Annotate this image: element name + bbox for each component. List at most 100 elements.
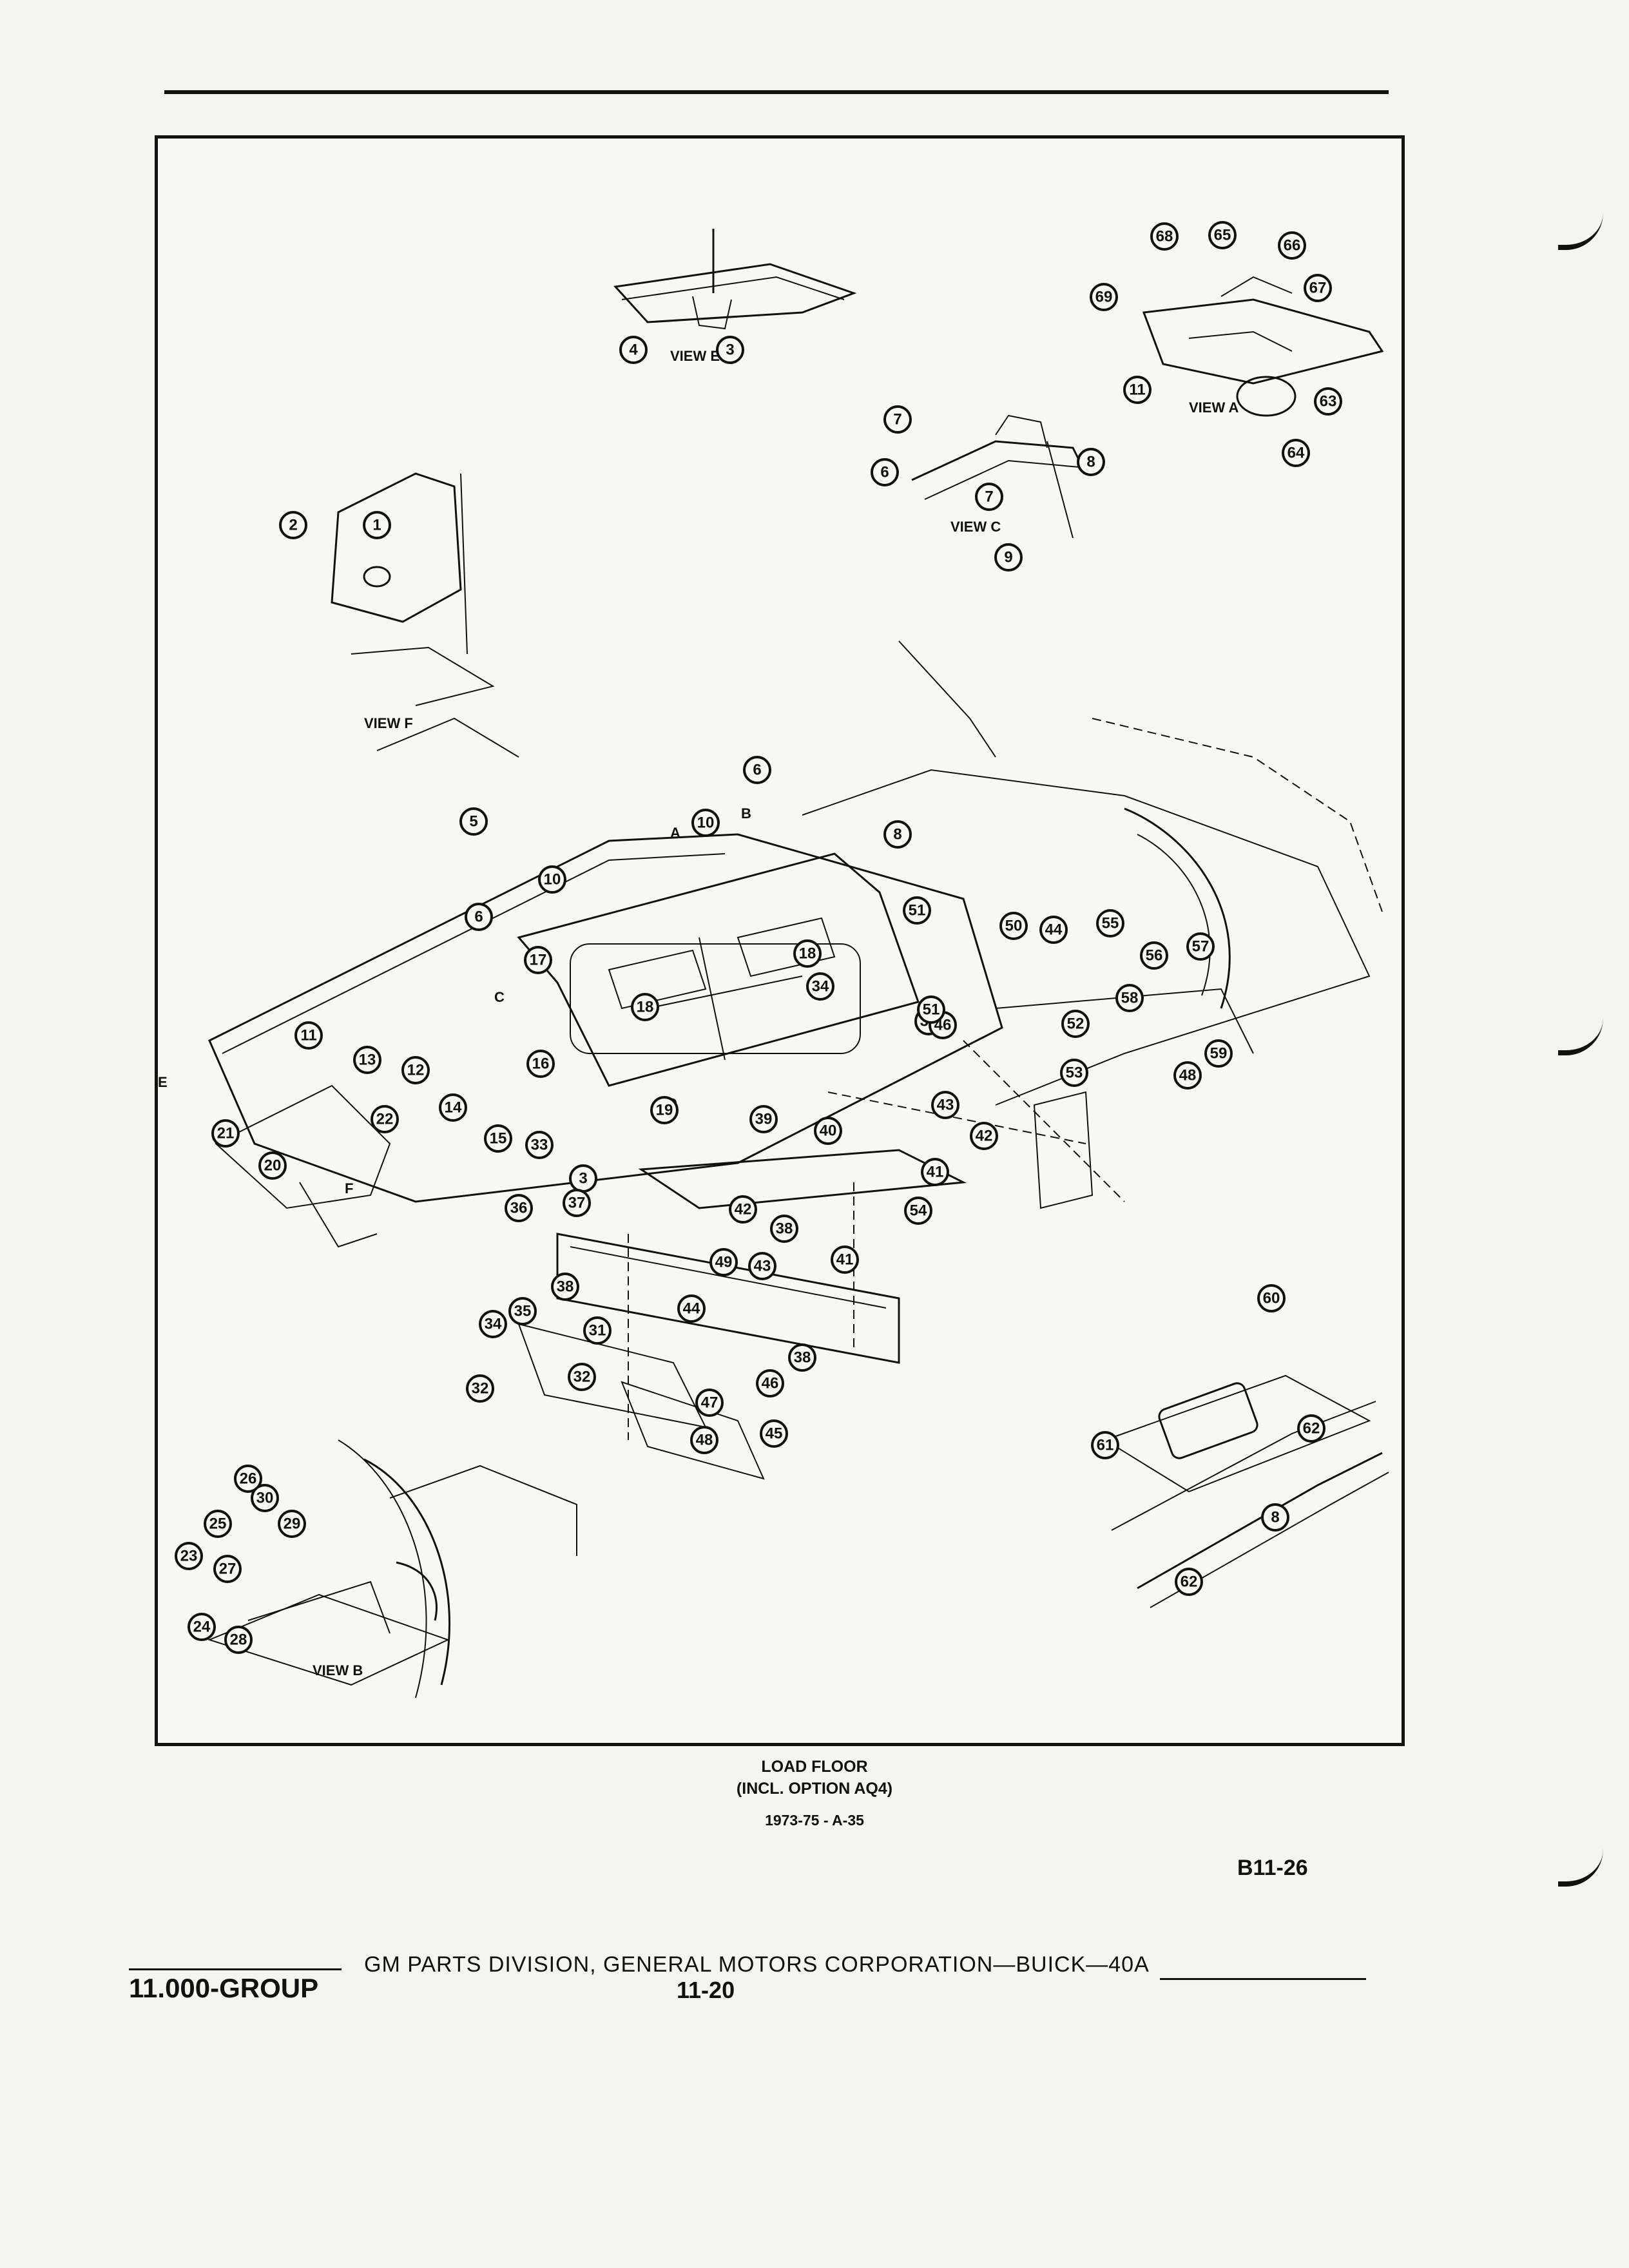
footer-group: 11.000-GROUP	[129, 1973, 319, 2003]
callout-circle	[568, 1363, 596, 1391]
callout-number: 29	[284, 1515, 301, 1533]
callout-circle	[1096, 909, 1124, 937]
callout-number: 13	[359, 1052, 376, 1069]
callout-number: 23	[180, 1548, 198, 1565]
footer-corporation: GM PARTS DIVISION, GENERAL MOTORS CORPOR…	[364, 1952, 1150, 1977]
callout-number: 62	[1303, 1420, 1320, 1437]
callout-number: 26	[240, 1470, 257, 1488]
callout-number: 63	[1320, 393, 1337, 410]
callout-circle	[1204, 1039, 1233, 1068]
callout-number: 11	[1129, 381, 1145, 399]
part-callout-52: 52	[1061, 1010, 1090, 1038]
callout-number: 38	[776, 1220, 793, 1238]
part-callout-8: 8	[1261, 1503, 1289, 1532]
callout-number: 38	[794, 1349, 811, 1367]
callout-number: 17	[530, 952, 547, 969]
callout-number: 32	[574, 1369, 591, 1386]
part-callout-27: 27	[213, 1555, 242, 1583]
callout-number: 42	[976, 1128, 993, 1145]
callout-number: 51	[909, 902, 926, 919]
callout-number: 55	[1102, 915, 1119, 932]
part-callout-38: 38	[788, 1343, 816, 1372]
part-callout-41: 41	[921, 1158, 949, 1186]
load-floor-exploded-diagram: VIEW E VIEW A VIEW C VIEW F VIEW B A B C…	[158, 221, 1389, 1698]
callout-circle	[760, 1419, 788, 1448]
callout-number: 42	[735, 1201, 752, 1218]
part-callout-50: 50	[999, 912, 1028, 940]
margin-binder-mark	[1558, 1849, 1603, 1887]
callout-circle	[401, 1056, 430, 1084]
part-callout-43: 43	[748, 1252, 776, 1280]
footer-rule-right	[1160, 1978, 1366, 1980]
part-callout-32: 32	[466, 1374, 494, 1403]
callout-circle	[211, 1119, 240, 1148]
callout-circle	[1297, 1414, 1325, 1443]
callout-circle	[465, 903, 493, 931]
callout-circle	[505, 1194, 533, 1222]
part-callout-44: 44	[677, 1294, 706, 1323]
callout-circle	[921, 1158, 949, 1186]
part-callout-29: 29	[278, 1510, 306, 1538]
part-callout-16: 16	[526, 1050, 555, 1078]
callout-number: 6	[880, 464, 889, 481]
view-label-f: VIEW F	[364, 715, 413, 731]
part-callout-3: 3	[716, 336, 744, 364]
callout-circle	[294, 1021, 323, 1050]
callout-number: 57	[1192, 938, 1210, 956]
callout-number: 20	[264, 1157, 282, 1175]
callout-number: 48	[1179, 1067, 1197, 1084]
part-callout-10: 10	[691, 809, 720, 837]
callout-circle	[716, 336, 744, 364]
callout-circle	[903, 896, 931, 925]
callout-number: 34	[485, 1316, 502, 1333]
part-callout-59: 59	[1204, 1039, 1233, 1068]
callout-circle	[814, 1117, 842, 1145]
part-callout-8: 8	[1077, 448, 1105, 476]
callout-number: 66	[1284, 237, 1301, 255]
callout-circle	[1261, 1503, 1289, 1532]
part-callout-2: 2	[279, 511, 307, 539]
view-label-e: VIEW E	[670, 348, 720, 364]
callout-circle	[691, 809, 720, 837]
callout-number: 12	[407, 1062, 425, 1079]
view-label-a: VIEW A	[1189, 399, 1239, 416]
part-callout-62: 62	[1297, 1414, 1325, 1443]
part-callout-14: 14	[439, 1093, 467, 1122]
part-callout-10: 10	[538, 865, 566, 894]
footer-rule-left	[129, 1968, 342, 1970]
callout-circle	[371, 1105, 399, 1133]
part-callout-53: 53	[1060, 1059, 1088, 1087]
callout-circle	[917, 995, 945, 1024]
part-callout-8: 8	[883, 820, 912, 849]
part-callout-18: 18	[793, 939, 822, 968]
part-callout-55: 55	[1096, 909, 1124, 937]
part-callout-62: 62	[1175, 1568, 1203, 1596]
part-callout-34: 34	[806, 972, 834, 1001]
callout-number: 67	[1309, 280, 1327, 297]
callout-circle	[583, 1316, 612, 1345]
callout-circle	[439, 1093, 467, 1122]
callout-number: 22	[376, 1111, 394, 1128]
callout-number: 8	[1271, 1509, 1279, 1526]
callout-circle	[999, 912, 1028, 940]
callout-number: 4	[629, 341, 638, 359]
part-callout-1: 1	[363, 511, 391, 539]
callout-circle	[213, 1555, 242, 1583]
top-rule	[164, 90, 1389, 94]
part-callout-48: 48	[1173, 1061, 1202, 1090]
callout-circle	[677, 1294, 706, 1323]
callout-number: 2	[289, 517, 297, 534]
callout-number: 51	[923, 1001, 940, 1019]
part-callout-57: 57	[1186, 932, 1215, 961]
callout-circle	[695, 1389, 724, 1417]
callout-number: 15	[490, 1130, 507, 1148]
callout-circle	[251, 1484, 279, 1512]
part-callout-18: 18	[631, 993, 659, 1021]
callout-circle	[1175, 1568, 1203, 1596]
part-callout-54: 54	[904, 1196, 932, 1225]
part-callout-67: 67	[1304, 274, 1332, 302]
part-callout-35: 35	[508, 1297, 537, 1325]
callout-circle	[1061, 1010, 1090, 1038]
callout-circle	[234, 1465, 262, 1493]
